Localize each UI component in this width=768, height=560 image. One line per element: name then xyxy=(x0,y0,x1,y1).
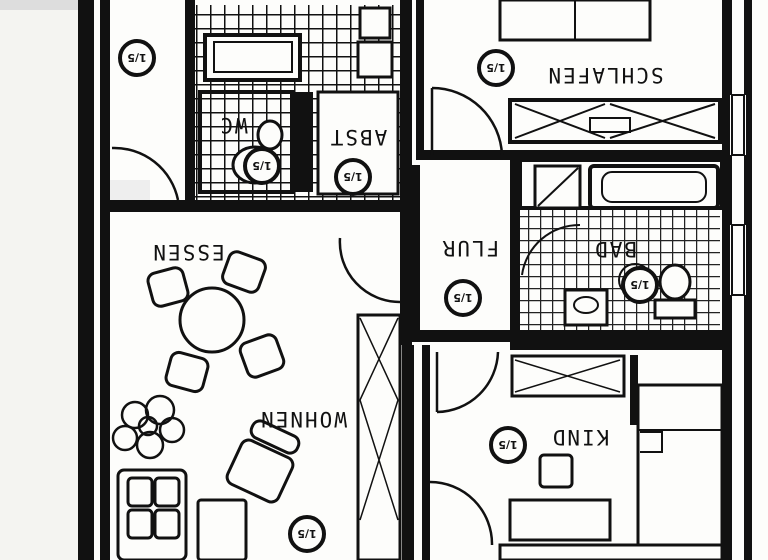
dining-chair xyxy=(221,250,267,294)
svg-text:1/5: 1/5 xyxy=(453,291,472,304)
svg-text:1/5: 1/5 xyxy=(343,170,362,183)
schlafen-furniture xyxy=(498,0,722,144)
svg-text:1/5: 1/5 xyxy=(297,527,316,540)
kind-furniture xyxy=(498,354,724,560)
room-label-kind: KIND xyxy=(551,425,610,449)
outlet-marker: 1/5 xyxy=(489,426,527,464)
room-label-flur: FLUR xyxy=(441,236,500,260)
plant xyxy=(111,394,186,460)
armchair xyxy=(225,419,301,504)
outlet-marker: 1/5 xyxy=(243,147,281,185)
room-label-abst: ABST xyxy=(329,125,388,149)
room-label-bad: BAD xyxy=(593,237,637,261)
wardrobe xyxy=(356,313,402,560)
svg-text:1/5: 1/5 xyxy=(630,278,649,291)
outlet-marker: 1/5 xyxy=(288,515,326,553)
room-label-schlafen: SCHLAFEN xyxy=(546,63,663,87)
outlet-marker: 1/5 xyxy=(444,279,482,317)
outlet-marker: 1/5 xyxy=(334,158,372,196)
dining-set xyxy=(146,250,286,394)
room-label-wohnen: WOHNEN xyxy=(259,407,347,431)
svg-text:1/5: 1/5 xyxy=(486,61,505,74)
svg-text:1/5: 1/5 xyxy=(127,51,146,64)
room-label-wc: WC xyxy=(218,113,247,137)
dining-chair xyxy=(164,350,210,394)
exterior-walls xyxy=(78,0,752,560)
kind-door-swing-bottom xyxy=(429,480,494,546)
room-label-essen: ESSEN xyxy=(151,240,224,264)
svg-text:1/5: 1/5 xyxy=(252,159,271,172)
bad-fixtures xyxy=(518,158,724,327)
flur-door-swing xyxy=(338,237,401,304)
window-frames xyxy=(731,94,745,296)
left-ledge xyxy=(0,0,78,10)
left-margin xyxy=(0,0,78,560)
interior-walls xyxy=(110,0,722,560)
top-left-door-swing xyxy=(111,146,180,201)
outlet-marker: 1/5 xyxy=(118,39,156,77)
outlet-marker: 1/5 xyxy=(477,49,515,87)
window-breaks xyxy=(730,95,746,295)
kind-door-swing-top xyxy=(436,351,500,414)
outlet-marker: 1/5 xyxy=(621,266,659,304)
dining-table xyxy=(178,286,246,354)
dining-chair xyxy=(238,333,286,379)
schlafen-door-swing xyxy=(431,86,504,156)
sofa xyxy=(116,468,248,560)
svg-text:1/5: 1/5 xyxy=(498,438,517,451)
dining-chair xyxy=(146,266,190,308)
